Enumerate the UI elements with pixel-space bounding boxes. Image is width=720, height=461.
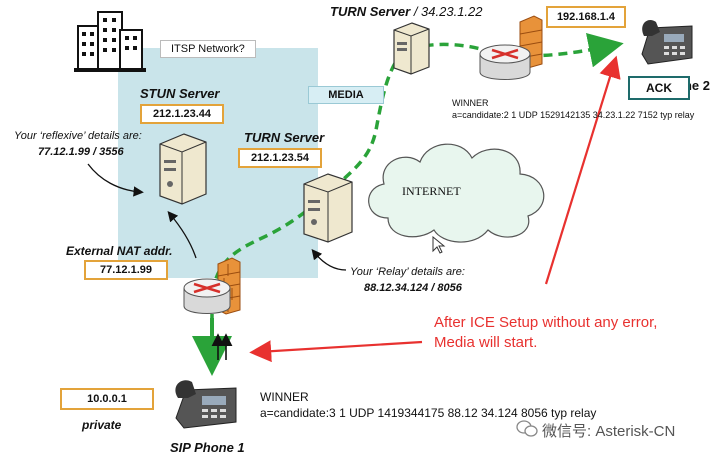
external-nat-ip: 77.12.1.99 [84, 260, 168, 280]
internet-label: INTERNET [402, 184, 461, 198]
stun-server-ip: 212.1.23.44 [140, 104, 224, 124]
remote-router-icon [479, 44, 531, 80]
relay-details-label: Your ‘Relay’ details are: [350, 266, 465, 278]
ack-badge: ACK [628, 76, 690, 100]
media-label: MEDIA [308, 86, 384, 104]
local-private-ip: 10.0.0.1 [60, 388, 154, 410]
itsp-network-label: ITSP Network? [160, 40, 256, 58]
watermark-text: 微信号: Asterisk-CN [542, 423, 676, 440]
local-phone-label: SIP Phone 1 [170, 440, 245, 455]
remote-winner-candidate: a=candidate:2 1 UDP 1529142135 34.23.1.2… [452, 110, 695, 120]
local-router-icon [183, 278, 231, 314]
remote-turn-server-ip: / 34.23.1.22 [413, 4, 483, 19]
relay-details-value: 88.12.34.124 / 8056 [364, 282, 462, 294]
local-winner-label: WINNER [260, 390, 309, 404]
mouse-cursor-icon [432, 236, 446, 254]
remote-winner-label: WINNER [452, 98, 489, 108]
relay-arrow [311, 248, 347, 271]
remote-turn-server-line: TURN Server / 34.23.1.22 [330, 4, 483, 19]
remote-phone-icon [641, 19, 693, 65]
remote-turn-server-title: TURN Server [330, 4, 411, 19]
reflexive-details-value: 77.12.1.99 / 3556 [38, 146, 124, 158]
internet-cloud [368, 143, 545, 243]
annotation-line-1: After ICE Setup without any error, [434, 314, 658, 331]
annotation-arrow-left [249, 340, 423, 363]
annotation-arrow-up [544, 55, 621, 285]
local-winner-candidate: a=candidate:3 1 UDP 1419344175 88.12 34.… [260, 406, 597, 420]
nat-to-stun-arrow [167, 211, 197, 259]
remote-lan-ip: 192.168.1.4 [546, 6, 626, 28]
turn-server-ip: 212.1.23.54 [238, 148, 322, 168]
media-path [210, 32, 624, 368]
reflexive-details-label: Your ‘reflexive’ details are: [14, 130, 142, 142]
building-icon [74, 11, 146, 72]
stun-server-icon [159, 133, 207, 205]
stun-server-title: STUN Server [140, 86, 220, 101]
wechat-icon [516, 420, 538, 437]
annotation-line-2: Media will start. [434, 334, 538, 351]
turn-server-title: TURN Server [244, 130, 325, 145]
local-phone-icon [175, 380, 237, 429]
reflexive-arrow [87, 163, 144, 197]
remote-turn-server-icon [393, 22, 430, 75]
external-nat-title: External NAT addr. [66, 244, 173, 258]
local-private-label: private [82, 418, 122, 432]
turn-server-icon [303, 173, 353, 243]
